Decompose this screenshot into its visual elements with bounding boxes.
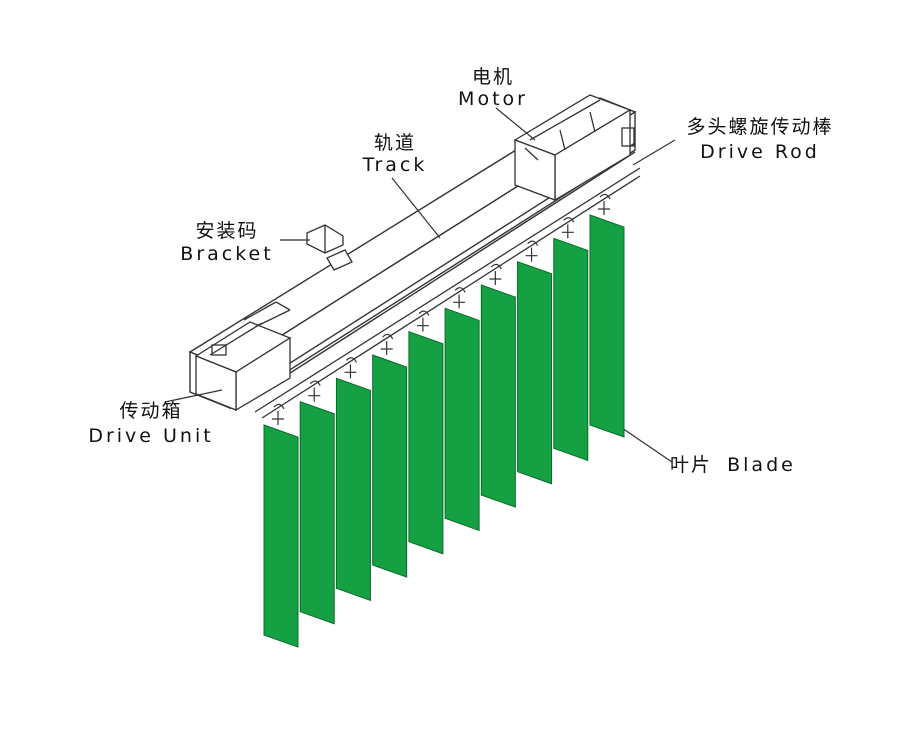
- blade-hanger: [525, 240, 539, 262]
- blade: [299, 400, 335, 625]
- blade: [335, 377, 371, 602]
- label-drive-rod: 多头螺旋传动棒 Drive Rod: [660, 118, 860, 162]
- leader-blade: [621, 427, 673, 463]
- label-blade: 叶片 Blade: [670, 456, 830, 475]
- blade: [263, 424, 299, 648]
- label-bracket-en: Bracket: [180, 243, 274, 265]
- label-blade-en: Blade: [727, 454, 796, 476]
- label-motor: 电机 Motor: [448, 68, 538, 109]
- blade-hanger: [308, 380, 321, 402]
- blade-hanger: [453, 287, 466, 309]
- motor-box: [513, 94, 635, 202]
- leader-lines: [164, 107, 676, 463]
- blade-hanger: [561, 217, 575, 239]
- label-motor-en: Motor: [458, 88, 528, 110]
- drive-unit-box: [194, 301, 292, 412]
- label-bracket-cn: 安装码: [195, 220, 259, 242]
- blade-hanger: [598, 193, 611, 215]
- bracket-shape: [306, 224, 353, 271]
- label-drive-rod-cn: 多头螺旋传动棒: [686, 116, 834, 138]
- blades-group: [263, 193, 625, 648]
- leader-motor: [495, 107, 536, 141]
- blade-hanger: [416, 310, 430, 332]
- leader-drive-rod: [632, 139, 676, 166]
- label-track-cn: 轨道: [373, 132, 416, 154]
- label-drive-rod-en: Drive Rod: [700, 141, 820, 163]
- label-drive-unit: 传动箱 Drive Unit: [76, 402, 226, 446]
- label-blade-cn: 叶片: [670, 454, 713, 476]
- blade: [408, 330, 444, 555]
- label-drive-unit-en: Drive Unit: [88, 425, 214, 447]
- blade: [444, 307, 480, 532]
- drive-rod: [254, 167, 641, 419]
- blade: [589, 214, 625, 438]
- blade: [480, 284, 516, 508]
- leader-drive-unit: [164, 389, 223, 403]
- label-motor-cn: 电机: [471, 66, 514, 88]
- label-track-en: Track: [362, 154, 428, 176]
- blade-hanger: [344, 357, 357, 379]
- label-drive-unit-cn: 传动箱: [119, 400, 183, 422]
- blade-hanger: [489, 263, 502, 285]
- label-bracket: 安装码 Bracket: [172, 222, 282, 264]
- blade-hanger: [380, 333, 394, 355]
- blade: [553, 237, 589, 462]
- leader-track: [391, 177, 441, 239]
- blade: [517, 260, 553, 485]
- blade-hanger: [272, 403, 285, 425]
- blade: [372, 354, 408, 578]
- label-track: 轨道 Track: [355, 134, 435, 175]
